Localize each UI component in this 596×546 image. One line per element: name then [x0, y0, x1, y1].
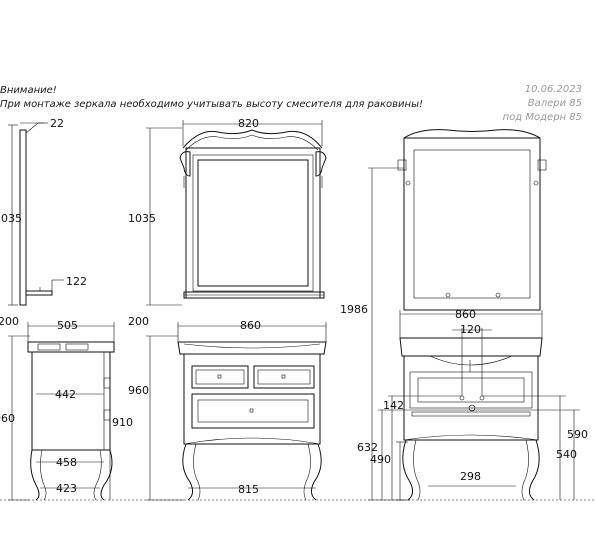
dim-mirror-height: 1035 — [128, 212, 156, 225]
stamp-model-1: Валери 85 — [527, 98, 582, 109]
mirror-front-view: 820 1035 — [128, 117, 327, 306]
dim-mirror-shelf-depth: 122 — [66, 275, 87, 288]
stamp-date: 10.06.2023 — [524, 84, 582, 95]
dim-cabinet-front-gap: 200 — [128, 315, 149, 328]
cabinet-rear-view: 860 120 142 632 490 590 540 298 — [357, 308, 588, 501]
cabinet-front-view: 200 860 960 815 — [128, 315, 327, 501]
dim-height-490: 490 — [370, 453, 391, 466]
mirror-rear-view: 1986 — [340, 129, 547, 501]
dim-cabinet-depth: 505 — [57, 319, 78, 332]
dim-leg-depth-bottom: 423 — [56, 482, 77, 495]
dim-drain-offset: 142 — [383, 399, 404, 412]
dim-cabinet-front-height: 960 — [128, 384, 149, 397]
dim-back-inner-width: 298 — [460, 470, 481, 483]
mirror-side-view: 22 1035 122 — [0, 117, 87, 306]
dim-mirror-side-height: 1035 — [0, 212, 22, 225]
dim-height-632: 632 — [357, 441, 378, 454]
dim-height-540: 540 — [556, 448, 577, 461]
warning-text: При монтаже зеркала необходимо учитывать… — [0, 99, 424, 110]
dim-pipe-spacing: 120 — [460, 323, 481, 336]
dim-side-body-height: 910 — [112, 416, 133, 429]
dim-leg-depth-top: 458 — [56, 456, 77, 469]
dim-total-height: 1986 — [340, 303, 368, 316]
dim-cabinet-side-height: 960 — [0, 412, 15, 425]
stamp-model-2: под Модерн 85 — [502, 112, 582, 123]
dim-mirror-width: 820 — [238, 117, 259, 130]
dim-cabinet-back-width: 860 — [455, 308, 476, 321]
dim-leg-width: 815 — [238, 483, 259, 496]
dim-mirror-side-depth: 22 — [50, 117, 64, 130]
dim-cabinet-width: 860 — [240, 319, 261, 332]
dim-inner-depth: 442 — [55, 388, 76, 401]
dim-cabinet-side-gap: 200 — [0, 315, 19, 328]
cabinet-side-view: 200 505 960 442 910 458 423 — [0, 315, 133, 501]
warning-title: Внимание! — [0, 85, 57, 96]
dim-height-590: 590 — [567, 428, 588, 441]
